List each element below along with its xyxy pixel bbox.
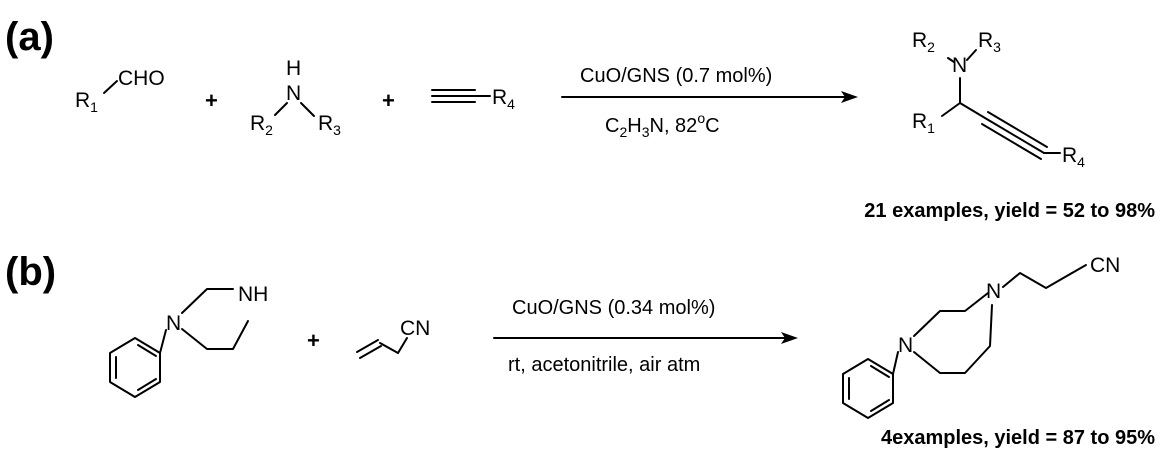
piperazine-n: N (166, 312, 181, 335)
benzene-db-6 (870, 365, 890, 378)
aldehyde-r1: R1 (75, 89, 98, 115)
product-n-alkyl: N (986, 280, 1001, 303)
amine-r3: R3 (318, 112, 341, 138)
product-alkyne-3 (981, 123, 1042, 160)
acrylonitrile-bond-3 (397, 337, 408, 354)
amine-h: H (286, 57, 301, 80)
product-bond-n-r2 (947, 57, 955, 63)
product-r1: R1 (912, 110, 935, 136)
plus-a-1: + (205, 88, 218, 113)
benzene-db-2 (137, 378, 157, 391)
n-phenyl-bond-b1 (159, 329, 167, 354)
product-n-phenyl: N (898, 334, 913, 357)
acrylonitrile-cn: CN (400, 317, 430, 340)
product-chain-cn-bond (1071, 264, 1087, 274)
amine-reactant: H N R2 R3 (250, 57, 341, 138)
product-bond-c-r1 (941, 102, 961, 117)
product-alkyne-1 (984, 117, 1045, 154)
arrow-a: CuO/GNS (0.7 mol%) C2H3N, 82oC (561, 65, 858, 140)
piperazine-nh: NH (238, 283, 268, 306)
acrylonitrile-bond-2 (379, 342, 399, 354)
aldehyde-reactant: R1 CHO (75, 67, 165, 115)
acrylonitrile-reactant: CN (356, 317, 430, 359)
panel-a-label: (a) (5, 15, 54, 59)
product-bond-n-r3 (966, 49, 977, 61)
benzene-db-5 (870, 399, 890, 412)
acrylonitrile-double-1 (356, 339, 379, 353)
arrow-b-head (781, 332, 798, 344)
piperazine-bond-top (181, 288, 234, 314)
phenylpiperazine-propanenitrile-product: N N CN (842, 254, 1120, 419)
alkyne-reactant: R4 (431, 86, 515, 112)
result-b: 4examples, yield = 87 to 95% (881, 427, 1155, 449)
propargylamine-product: R2 N R3 R1 R4 (912, 29, 1085, 170)
plus-a-2: + (382, 88, 395, 113)
benzene-db-3 (137, 344, 157, 357)
panel-a: (a) R1 CHO + H N R2 R3 + R4 (5, 15, 1155, 222)
amine-n: N (286, 82, 301, 105)
conditions-a-top: CuO/GNS (0.7 mol%) (580, 65, 772, 87)
conditions-b-bottom: rt, acetonitrile, air atm (508, 354, 700, 376)
product-r3: R3 (978, 29, 1001, 55)
acrylonitrile-double-2 (359, 345, 382, 359)
conditions-a-bottom: C2H3N, 82oC (605, 110, 720, 140)
product-bond-c-alkyne (959, 102, 986, 119)
benzene-ring-b2 (842, 358, 894, 419)
phenylpiperazine-reactant: N NH (109, 283, 268, 398)
amine-r2: R2 (250, 112, 273, 138)
panel-b: (b) N NH + CN Cu (5, 250, 1155, 449)
product-n: N (952, 54, 967, 77)
amine-bond-right (300, 102, 315, 117)
product-chain (1002, 272, 1073, 289)
product-piperazine-bottom (913, 304, 993, 374)
result-a: 21 examples, yield = 52 to 98% (864, 200, 1155, 222)
aldehyde-cho: CHO (118, 67, 165, 90)
n-phenyl-bond-b2 (892, 351, 899, 375)
product-r2: R2 (912, 29, 935, 55)
benzene-ring-b1 (109, 337, 161, 398)
product-r4: R4 (1062, 144, 1085, 170)
amine-bond-left (274, 102, 288, 116)
piperazine-bond-bottom (181, 320, 249, 350)
product-cn: CN (1090, 254, 1120, 277)
arrow-b: CuO/GNS (0.34 mol%) rt, acetonitrile, ai… (493, 297, 798, 376)
conditions-b-top: CuO/GNS (0.34 mol%) (512, 297, 715, 319)
panel-b-label: (b) (5, 250, 56, 294)
product-alkyne-2 (987, 111, 1048, 148)
arrow-a-head (841, 91, 858, 103)
aldehyde-bond (103, 80, 118, 94)
plus-b: + (307, 328, 320, 353)
product-piperazine-top (913, 292, 989, 337)
alkyne-r4: R4 (492, 86, 515, 112)
